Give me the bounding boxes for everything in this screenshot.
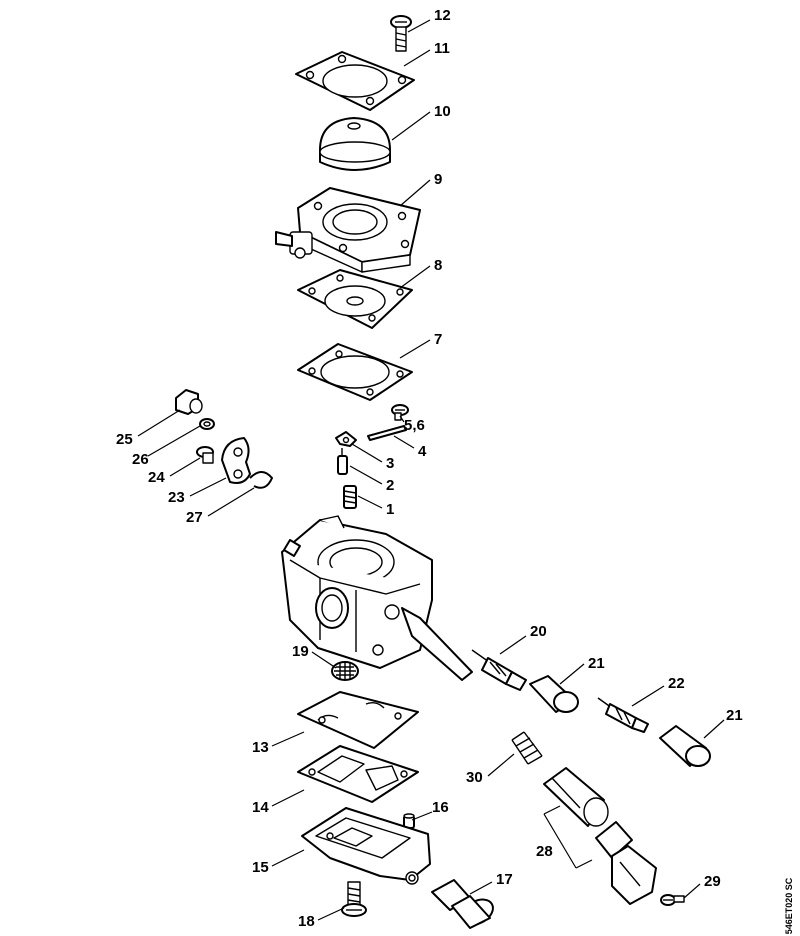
part-2-inlet-needle (337, 448, 348, 475)
callout-30: 30 (466, 769, 483, 786)
part-18-screw (341, 881, 367, 917)
callout-18: 18 (298, 913, 315, 930)
part-10-primer-bulb (319, 117, 391, 171)
diagram-code: 546ET020 SC (782, 877, 796, 935)
part-24-screw (196, 446, 214, 464)
callout-1: 1 (386, 501, 394, 518)
callout-23: 23 (168, 489, 185, 506)
diagram-code-text: 546ET020 SC (784, 877, 794, 935)
callout-16: 16 (432, 799, 449, 816)
part-5-6-screw (391, 404, 409, 421)
part-15-end-cover (301, 807, 431, 885)
callout-21-upper: 21 (588, 655, 605, 672)
callout-7: 7 (434, 331, 442, 348)
callout-8: 8 (434, 257, 442, 274)
callout-29: 29 (704, 873, 721, 890)
leader-lines (137, 19, 725, 921)
carburetor-body (281, 515, 473, 681)
part-4-pin (367, 425, 407, 441)
callout-11: 11 (434, 40, 450, 57)
part-21-limiter-cap-b (659, 725, 711, 767)
part-26-washer (199, 418, 215, 430)
callout-26: 26 (132, 451, 149, 468)
part-7-gasket (297, 343, 413, 401)
callout-14: 14 (252, 799, 269, 816)
callout-21-lower: 21 (726, 707, 743, 724)
callout-27: 27 (186, 509, 203, 526)
part-19-filter-screen (331, 661, 359, 681)
callout-24: 24 (148, 469, 165, 486)
callout-19: 19 (292, 643, 309, 660)
callout-4: 4 (418, 443, 427, 460)
part-28-choke-assembly (543, 767, 657, 905)
part-29-screw (660, 894, 685, 906)
part-3-inlet-lever (335, 431, 357, 447)
part-12-screw (390, 15, 412, 52)
part-27-clip (249, 471, 273, 489)
callout-labels: 12 11 10 9 8 7 5,6 4 3 2 1 25 26 24 23 2… (116, 7, 743, 930)
part-9-pump-cover (275, 187, 421, 273)
part-30-spring (511, 731, 543, 765)
callout-10: 10 (434, 103, 451, 120)
callout-5-6: 5,6 (404, 417, 425, 434)
part-17-screw (431, 879, 494, 929)
callout-25: 25 (116, 431, 133, 448)
part-22-needle (597, 697, 649, 733)
part-23-throttle-lever (221, 437, 251, 484)
part-11-gasket (295, 51, 415, 111)
callout-13: 13 (252, 739, 269, 756)
part-14-gasket (297, 745, 419, 803)
part-13-diaphragm (297, 691, 419, 749)
callout-15: 15 (252, 859, 269, 876)
callout-20: 20 (530, 623, 547, 640)
callout-9: 9 (434, 171, 442, 188)
callout-28: 28 (536, 843, 553, 860)
part-20-needle (471, 649, 527, 691)
callout-22: 22 (668, 675, 685, 692)
callout-3: 3 (386, 455, 394, 472)
part-21-limiter-cap-a (529, 675, 579, 713)
callout-2: 2 (386, 477, 394, 494)
part-1-spring (343, 485, 357, 509)
callout-17: 17 (496, 871, 513, 888)
part-25-nut (175, 389, 203, 415)
callout-12: 12 (434, 7, 451, 24)
part-8-diaphragm (297, 269, 413, 329)
